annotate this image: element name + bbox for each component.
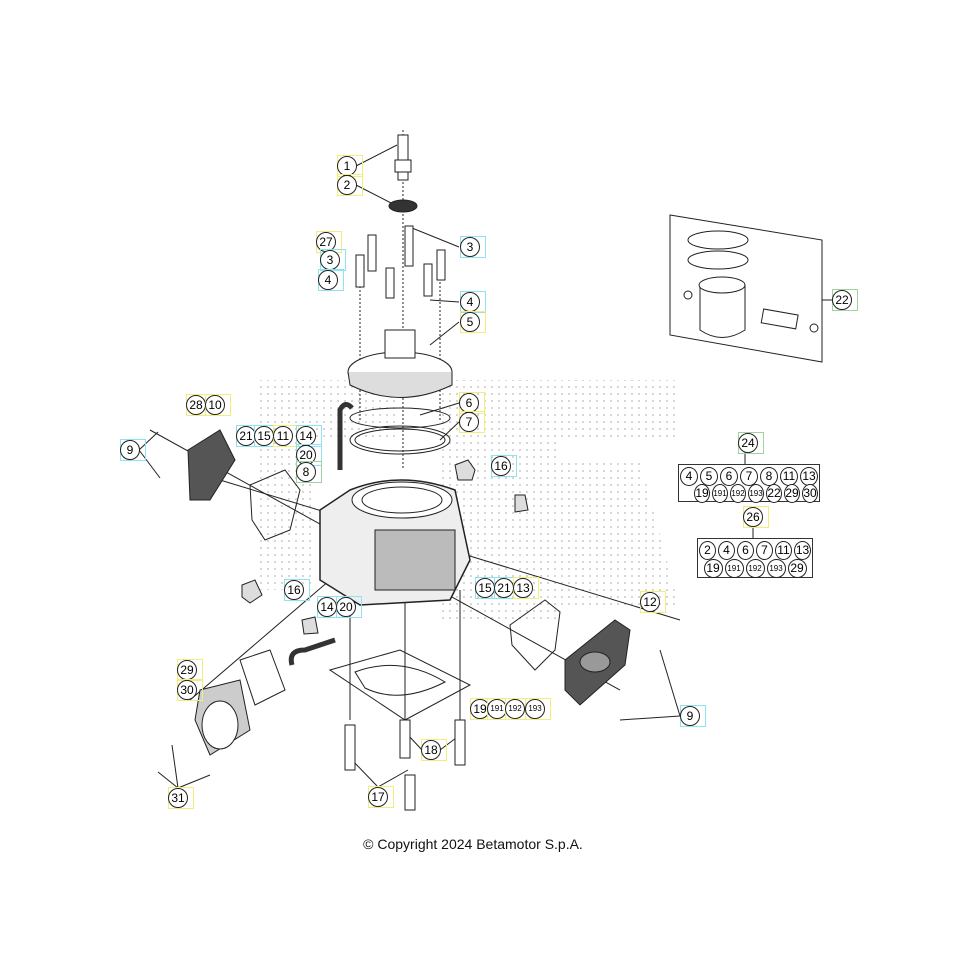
callout-part-20[interactable]: 20: [296, 445, 316, 465]
copyright-text: © Copyright 2024 Betamotor S.p.A.: [363, 836, 583, 852]
callout-part-19[interactable]: 19: [470, 699, 490, 719]
callout-part-191[interactable]: 191: [487, 699, 507, 719]
callout-part-28[interactable]: 28: [186, 395, 206, 415]
kit-item-191[interactable]: 191: [724, 559, 744, 578]
callout-part-193[interactable]: 193: [525, 699, 545, 719]
kit-item-22[interactable]: 22: [766, 484, 782, 503]
callout-part-30[interactable]: 30: [177, 680, 197, 700]
callout-part-192[interactable]: 192: [505, 699, 525, 719]
kit-item-30[interactable]: 30: [802, 484, 818, 503]
kit-item-192[interactable]: 192: [745, 559, 765, 578]
callout-part-17[interactable]: 17: [368, 787, 388, 807]
callout-part-27[interactable]: 27: [316, 232, 336, 252]
kit-item-6[interactable]: 6: [737, 541, 754, 560]
callout-part-20[interactable]: 20: [336, 597, 356, 617]
kit-item-6[interactable]: 6: [720, 467, 738, 486]
callout-part-21[interactable]: 21: [494, 578, 514, 598]
callout-part-7[interactable]: 7: [459, 412, 479, 432]
kit-item-192[interactable]: 192: [730, 484, 746, 503]
callout-part-26[interactable]: 26: [743, 507, 763, 527]
callout-part-2[interactable]: 2: [337, 175, 357, 195]
kit-item-5[interactable]: 5: [700, 467, 718, 486]
callout-part-15[interactable]: 15: [475, 578, 495, 598]
callout-part-3[interactable]: 3: [460, 237, 480, 257]
callout-part-21[interactable]: 21: [236, 426, 256, 446]
callout-part-9[interactable]: 9: [680, 706, 700, 726]
callout-part-11[interactable]: 11: [273, 426, 293, 446]
kit-item-7[interactable]: 7: [740, 467, 758, 486]
callout-part-3[interactable]: 3: [320, 250, 340, 270]
callout-part-6[interactable]: 6: [459, 393, 479, 413]
callout-part-16[interactable]: 16: [284, 580, 304, 600]
kit-item-19[interactable]: 19: [694, 484, 710, 503]
kit-item-2[interactable]: 2: [699, 541, 716, 560]
callout-part-14[interactable]: 14: [296, 426, 316, 446]
kit-item-13[interactable]: 13: [800, 467, 818, 486]
kit-item-11[interactable]: 11: [775, 541, 792, 560]
kit-item-7[interactable]: 7: [756, 541, 773, 560]
kit-item-4[interactable]: 4: [718, 541, 735, 560]
kit-item-19[interactable]: 19: [703, 559, 723, 578]
callout-part-14[interactable]: 14: [317, 597, 337, 617]
kit-item-193[interactable]: 193: [766, 559, 786, 578]
callout-part-5[interactable]: 5: [460, 312, 480, 332]
callout-part-18[interactable]: 18: [421, 740, 441, 760]
callout-part-9[interactable]: 9: [120, 440, 140, 460]
kit-item-4[interactable]: 4: [680, 467, 698, 486]
callout-part-1[interactable]: 1: [337, 156, 357, 176]
callout-part-15[interactable]: 15: [254, 426, 274, 446]
callout-part-22[interactable]: 22: [832, 290, 852, 310]
callout-part-4[interactable]: 4: [460, 292, 480, 312]
callout-part-8[interactable]: 8: [296, 462, 316, 482]
callout-part-24[interactable]: 24: [738, 433, 758, 453]
kit-item-13[interactable]: 13: [794, 541, 811, 560]
callout-part-4[interactable]: 4: [318, 270, 338, 290]
callout-part-31[interactable]: 31: [168, 788, 188, 808]
kit-item-191[interactable]: 191: [712, 484, 728, 503]
kit-item-193[interactable]: 193: [748, 484, 764, 503]
kit-item-8[interactable]: 8: [760, 467, 778, 486]
kit-item-11[interactable]: 11: [780, 467, 798, 486]
callout-part-10[interactable]: 10: [205, 395, 225, 415]
callout-part-29[interactable]: 29: [177, 660, 197, 680]
kit-item-29[interactable]: 29: [784, 484, 800, 503]
callout-part-16[interactable]: 16: [491, 456, 511, 476]
callout-part-12[interactable]: 12: [640, 592, 660, 612]
kit-item-29[interactable]: 29: [787, 559, 807, 578]
callout-part-13[interactable]: 13: [513, 578, 533, 598]
